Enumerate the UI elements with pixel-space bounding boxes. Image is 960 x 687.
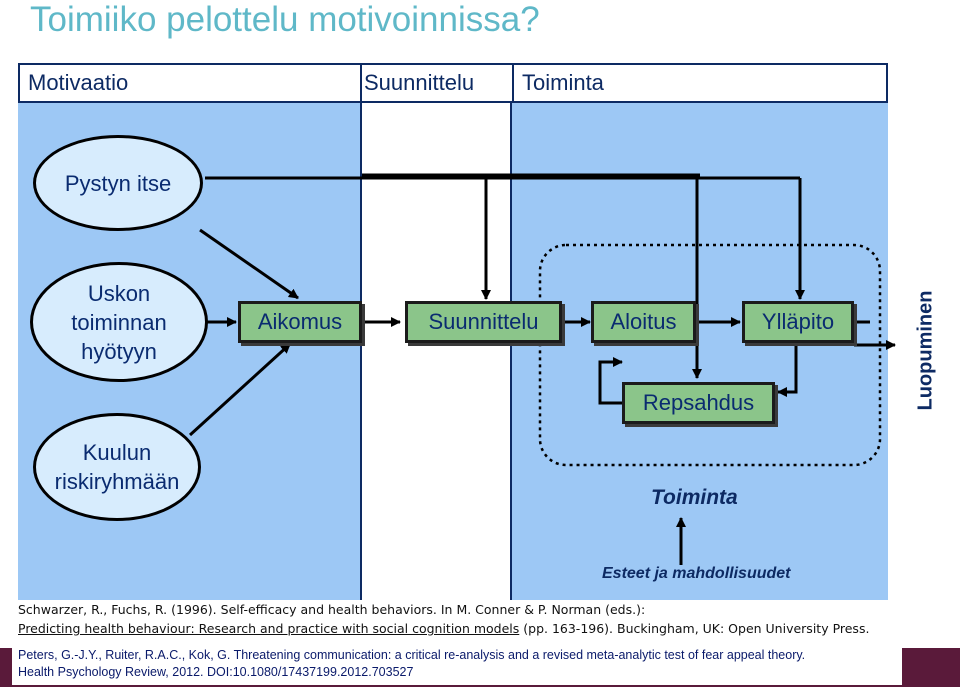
reference-schwarzer: Schwarzer, R., Fuchs, R. (1996). Self-ef…	[12, 600, 898, 646]
schwarzer-book-link[interactable]: Predicting health behaviour: Research an…	[18, 621, 520, 636]
pystyn-itse-label: Pystyn itse	[64, 170, 172, 196]
schwarzer-line2-rest: (pp. 163-196). Buckingham, UK: Open Univ…	[519, 621, 870, 636]
box-aloitus: Aloitus	[591, 301, 696, 343]
toiminta-label: Toiminta	[651, 486, 738, 509]
kuulun-label: Kuulun riskiryhmään	[54, 440, 180, 494]
ellipse-kuulun: Kuulun riskiryhmään	[33, 413, 201, 521]
page-title: Toimiiko pelottelu motivoinnissa?	[30, 0, 540, 39]
reference-peters: Peters, G.-J.Y., Ruiter, R.A.C., Kok, G.…	[12, 647, 902, 685]
header-toiminta: Toiminta	[512, 63, 888, 103]
header-motivaatio: Motivaatio	[18, 63, 362, 103]
esteet-label: Esteet ja mahdollisuudet	[602, 565, 791, 582]
box-suunnittelu: Suunnittelu	[405, 301, 562, 343]
luopuminen-label: Luopuminen	[914, 290, 937, 410]
luopuminen-label-wrap: Luopuminen	[898, 255, 954, 445]
peters-line2: Health Psychology Review, 2012. DOI:10.1…	[18, 665, 414, 679]
schwarzer-line2: Predicting health behaviour: Research an…	[18, 619, 898, 638]
ellipse-uskon: Uskon toiminnan hyötyyn	[30, 262, 208, 382]
header-suunnittelu: Suunnittelu	[360, 63, 514, 103]
toiminta-panel	[512, 102, 888, 600]
peters-line1: Peters, G.-J.Y., Ruiter, R.A.C., Kok, G.…	[18, 648, 806, 662]
box-aikomus: Aikomus	[238, 301, 362, 343]
schwarzer-line1: Schwarzer, R., Fuchs, R. (1996). Self-ef…	[18, 602, 646, 617]
uskon-label: Uskon toiminnan hyötyyn	[71, 280, 167, 364]
box-yllapito: Ylläpito	[742, 301, 854, 343]
ellipse-pystyn-itse: Pystyn itse	[33, 135, 203, 231]
box-repsahdus: Repsahdus	[622, 382, 775, 424]
